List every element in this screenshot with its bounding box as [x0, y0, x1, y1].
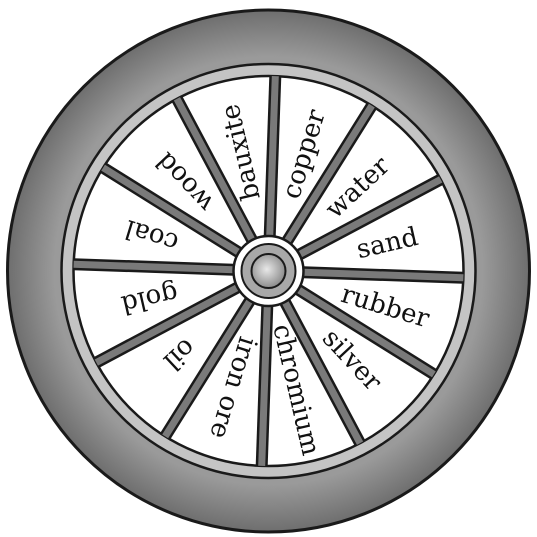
hub-cap	[252, 254, 286, 288]
